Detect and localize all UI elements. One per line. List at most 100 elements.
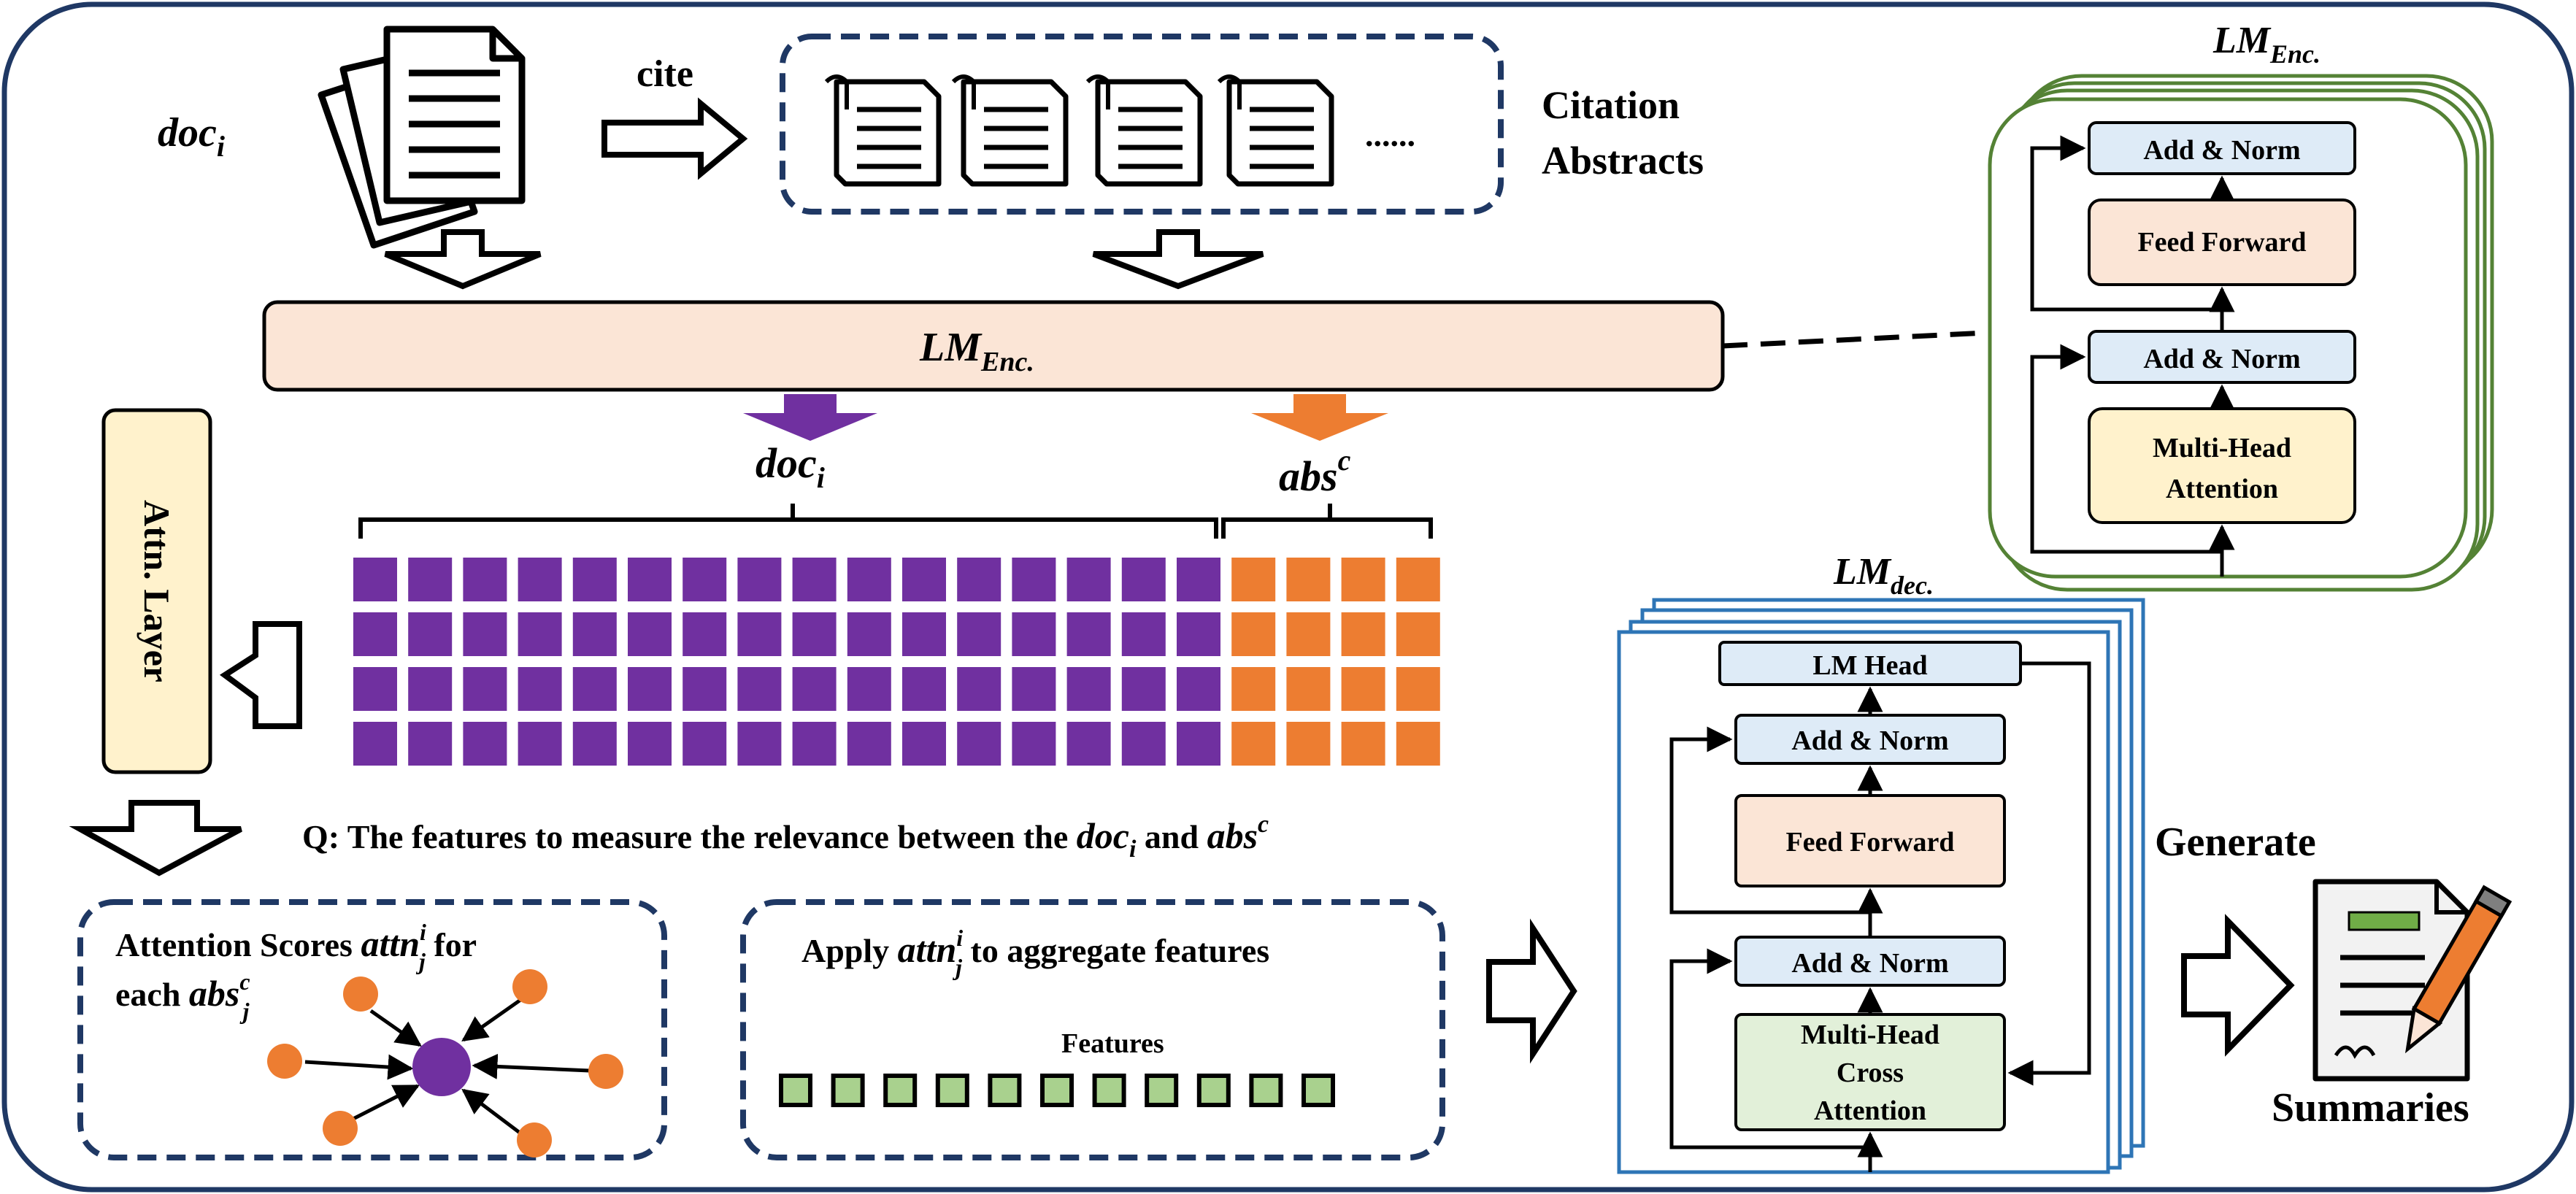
doc-token bbox=[518, 667, 562, 711]
feature-square bbox=[1196, 1074, 1231, 1107]
doc-token bbox=[1121, 558, 1166, 601]
doc-token bbox=[957, 612, 1001, 656]
doc-token bbox=[1066, 722, 1111, 766]
enc-add-norm-top bbox=[2088, 121, 2356, 175]
abstract-doc-icon bbox=[951, 74, 1069, 187]
doc-i-label: doci bbox=[158, 110, 225, 163]
doc-token bbox=[463, 612, 507, 656]
doc-token bbox=[1177, 558, 1220, 601]
attn-layer-label: Attn. Layer bbox=[137, 500, 178, 682]
doc-token bbox=[847, 667, 891, 711]
doc-down-arrow bbox=[384, 229, 542, 290]
doc-token bbox=[683, 722, 727, 766]
feature-square bbox=[779, 1074, 812, 1107]
attn-left-arrow bbox=[219, 621, 302, 729]
abs-token bbox=[1396, 612, 1440, 656]
dec-lm-head-label: LM Head bbox=[1812, 650, 1927, 681]
feature-row bbox=[779, 1074, 1335, 1107]
abs-token bbox=[1231, 667, 1276, 711]
doc-token bbox=[902, 612, 946, 656]
doc-token bbox=[353, 612, 397, 656]
doc-token bbox=[1121, 667, 1166, 711]
dec-add-norm-top-label: Add & Norm bbox=[1791, 725, 1948, 756]
features-label: Features bbox=[1061, 1028, 1164, 1059]
doc-token bbox=[683, 612, 727, 656]
encoder-block-title: LMEnc. bbox=[2212, 20, 2321, 69]
abstract-doc-icon bbox=[1085, 74, 1203, 187]
doc-feature-arrow bbox=[743, 394, 877, 441]
doc-token bbox=[572, 667, 617, 711]
doc-token bbox=[1177, 722, 1220, 766]
enc-mha-label-line2: Attention bbox=[2166, 474, 2278, 504]
enc-add-norm-bottom-label: Add & Norm bbox=[2143, 344, 2300, 374]
encoder-bar-label: LMEnc. bbox=[919, 325, 1034, 377]
abs-node bbox=[512, 969, 547, 1004]
abs-feature-arrow bbox=[1251, 394, 1388, 441]
abs-node bbox=[267, 1044, 302, 1079]
doc-token bbox=[737, 722, 782, 766]
abs-token bbox=[1341, 722, 1385, 766]
cite-arrow bbox=[601, 97, 748, 180]
token-grid bbox=[353, 558, 1440, 766]
doc-token bbox=[572, 558, 617, 601]
query-caption: Q: The features to measure the relevance… bbox=[302, 811, 1269, 863]
abs-token bbox=[1286, 722, 1331, 766]
doc-brace bbox=[358, 504, 1218, 539]
abstract-doc-icon bbox=[824, 74, 942, 187]
doc-token bbox=[957, 722, 1001, 766]
feature-square bbox=[1249, 1074, 1283, 1107]
pencil-icon bbox=[2404, 885, 2512, 1054]
generate-arrow bbox=[2181, 914, 2295, 1057]
feature-square bbox=[1040, 1074, 1074, 1107]
doc-token bbox=[463, 722, 507, 766]
abs-token bbox=[1286, 558, 1331, 601]
feature-square bbox=[1302, 1074, 1335, 1107]
doc-token bbox=[792, 667, 837, 711]
dec-add-norm-bottom-label: Add & Norm bbox=[1791, 948, 1948, 979]
doc-token bbox=[353, 558, 397, 601]
abs-token bbox=[1231, 722, 1276, 766]
attn-down-arrow bbox=[69, 800, 242, 877]
abs-token bbox=[1286, 612, 1331, 656]
doc-token bbox=[1012, 558, 1056, 601]
enc-multi-head-attention bbox=[2088, 407, 2356, 524]
doc-token bbox=[792, 612, 837, 656]
abs-token bbox=[1396, 722, 1440, 766]
doc-token bbox=[353, 722, 397, 766]
citation-abstracts-label-line1: Citation bbox=[1542, 83, 1680, 127]
cite-label: cite bbox=[637, 53, 693, 95]
doc-token bbox=[792, 722, 837, 766]
abs-node bbox=[517, 1122, 552, 1158]
doc-token bbox=[518, 722, 562, 766]
encoder-connectors bbox=[2030, 135, 2235, 577]
doc-token bbox=[518, 558, 562, 601]
doc-stack-icon bbox=[318, 26, 526, 249]
abstract-docs bbox=[824, 74, 1334, 187]
doc-node bbox=[412, 1038, 471, 1096]
doc-token bbox=[408, 558, 453, 601]
doc-token bbox=[902, 722, 946, 766]
doc-token bbox=[1121, 612, 1166, 656]
generate-label: Generate bbox=[2155, 820, 2316, 865]
doc-token bbox=[1121, 722, 1166, 766]
abs-token bbox=[1341, 612, 1385, 656]
feature-square bbox=[988, 1074, 1022, 1107]
doc-token bbox=[408, 722, 453, 766]
dec-cross-label-line3: Attention bbox=[1814, 1095, 1926, 1126]
doc-token bbox=[1012, 612, 1056, 656]
enc-add-norm-top-label: Add & Norm bbox=[2143, 135, 2300, 166]
decoder-connectors bbox=[1669, 661, 2091, 1172]
dec-cross-label-line1: Multi-Head bbox=[1801, 1020, 1939, 1050]
doc-token bbox=[902, 667, 946, 711]
doc-token bbox=[683, 558, 727, 601]
doc-token bbox=[737, 612, 782, 656]
doc-token bbox=[1066, 667, 1111, 711]
doc-token bbox=[628, 612, 672, 656]
decoder-block-title: LMdec. bbox=[1833, 551, 1934, 600]
citation-abstracts-label-line2: Abstracts bbox=[1542, 139, 1704, 182]
doc-token bbox=[353, 667, 397, 711]
doc-token bbox=[628, 667, 672, 711]
